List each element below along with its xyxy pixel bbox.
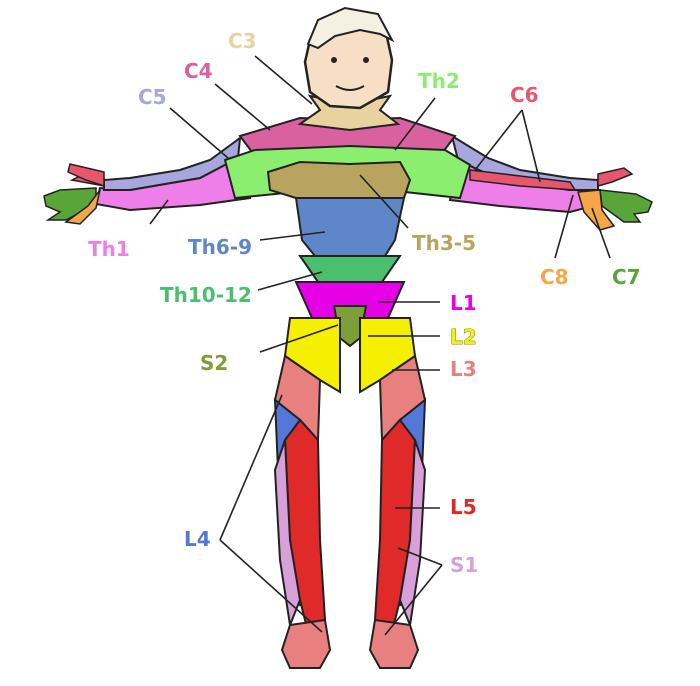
label-c4: C4 bbox=[184, 59, 213, 83]
label-th1012: Th10-12 bbox=[160, 283, 252, 307]
label-th35: Th3-5 bbox=[412, 231, 476, 255]
region-s1-right-leg bbox=[398, 439, 427, 629]
label-c6: C6 bbox=[510, 83, 539, 107]
label-l4: L4 bbox=[184, 527, 211, 551]
mouth bbox=[335, 85, 365, 91]
hair bbox=[306, 6, 395, 50]
left-foot bbox=[280, 618, 332, 669]
label-s2: S2 bbox=[200, 351, 228, 375]
label-th1: Th1 bbox=[88, 237, 130, 261]
label-l2: L2 bbox=[450, 325, 477, 349]
label-c7: C7 bbox=[612, 265, 641, 289]
region-th35-chest bbox=[266, 160, 412, 199]
region-c6-right-hand bbox=[597, 167, 634, 187]
label-l3: L3 bbox=[450, 357, 477, 381]
region-s1-left-leg bbox=[273, 439, 302, 629]
region-c8-left-hand bbox=[64, 189, 101, 225]
region-c6-left-hand bbox=[67, 163, 105, 188]
label-s1: S1 bbox=[450, 553, 478, 577]
label-th2: Th2 bbox=[418, 69, 460, 93]
region-c7-right-hand bbox=[599, 189, 653, 223]
label-c3: C3 bbox=[228, 29, 257, 53]
region-c6-right-forearm bbox=[469, 169, 577, 191]
leader-lines bbox=[149, 55, 611, 636]
label-l5: L5 bbox=[450, 495, 477, 519]
label-l1: L1 bbox=[450, 291, 477, 315]
region-l2-left-thigh bbox=[283, 317, 341, 394]
right-eye bbox=[363, 57, 369, 63]
region-c8-right-hand bbox=[577, 189, 616, 231]
label-c8: C8 bbox=[540, 265, 569, 289]
label-c5: C5 bbox=[138, 85, 167, 109]
right-foot bbox=[368, 618, 420, 669]
region-th69-abdomen bbox=[294, 197, 406, 262]
left-eye bbox=[331, 57, 337, 63]
label-th69: Th6-9 bbox=[188, 235, 252, 259]
